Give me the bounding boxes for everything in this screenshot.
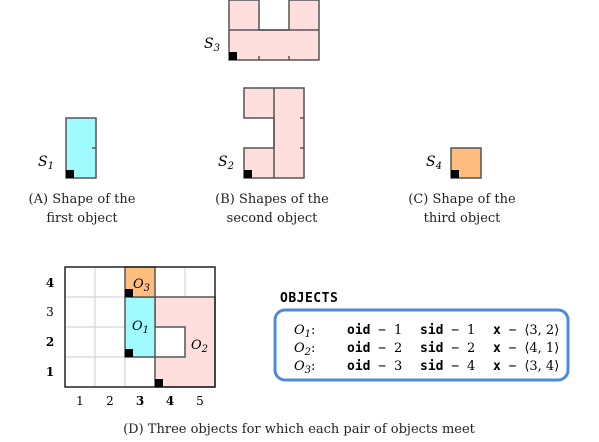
x-tick-5: 5: [196, 394, 204, 408]
objects-row: O2: oid − 2 sid − 2 x − ⟨4, 1⟩: [294, 341, 559, 358]
object-o2-label: O2: [191, 338, 208, 355]
objects-title: OBJECTS: [280, 291, 338, 306]
y-tick-3: 3: [46, 305, 54, 319]
caption-d: (D) Three objects for which each pair of…: [123, 422, 476, 437]
row-oid: oid − 3: [347, 359, 402, 374]
shape-s4-label: S4: [426, 154, 442, 172]
row-object-name: O1:: [294, 323, 315, 340]
caption-c-line2: third object: [424, 211, 502, 226]
shape-s2: S2: [218, 87, 305, 179]
row-oid: oid − 1: [347, 323, 402, 338]
objects-box: [273, 308, 570, 382]
object-o3-anchor: [125, 289, 133, 297]
objects-panel: OBJECTS O1: oid − 1 sid − 1 x − ⟨3, 2⟩ O…: [273, 291, 570, 382]
row-x: x − ⟨4, 1⟩: [493, 341, 559, 356]
shape-s1-label: S1: [38, 154, 54, 172]
object-o1: [124, 296, 156, 358]
grid-diagram: O3 O1 O2 1 2 3 4 5 4 3 2 1: [46, 266, 216, 408]
row-x: x − ⟨3, 4⟩: [493, 359, 559, 374]
objects-row: O1: oid − 1 sid − 1 x − ⟨3, 2⟩: [294, 323, 559, 340]
shape-s2-anchor: [244, 170, 252, 178]
object-o1-label: O1: [132, 319, 149, 336]
shape-s1-anchor: [66, 170, 74, 178]
shape-s4: S4: [426, 147, 482, 179]
shape-s1: S1: [38, 117, 97, 179]
caption-a-line1: (A) Shape of the: [29, 192, 136, 207]
shape-s4-anchor: [451, 170, 459, 178]
row-x: x − ⟨3, 2⟩: [493, 323, 559, 338]
grid-border: [64, 266, 216, 388]
row-object-name: O2:: [294, 341, 315, 358]
x-tick-1: 1: [76, 394, 84, 408]
x-tick-4: 4: [166, 394, 174, 408]
caption-b-line2: second object: [227, 211, 318, 226]
caption-b-line1: (B) Shapes of the: [215, 192, 329, 207]
object-o1-anchor: [125, 349, 133, 357]
caption-a-line2: first object: [46, 211, 118, 226]
row-oid: oid − 2: [347, 341, 402, 356]
objects-row: O3: oid − 3 sid − 4 x − ⟨3, 4⟩: [294, 359, 559, 376]
x-tick-2: 2: [106, 394, 114, 408]
y-tick-2: 2: [46, 335, 54, 349]
row-sid: sid − 2: [420, 341, 475, 356]
shape-s3-label: S3: [204, 36, 220, 54]
caption-c-line1: (C) Shape of the: [408, 192, 516, 207]
shape-s3: S3: [204, 0, 320, 61]
row-sid: sid − 1: [420, 323, 475, 338]
y-tick-4: 4: [46, 276, 54, 290]
shape-s2-label: S2: [218, 154, 234, 172]
x-tick-3: 3: [136, 394, 144, 408]
object-o2: [154, 296, 216, 388]
row-object-name: O3:: [294, 359, 315, 376]
shape-s3-anchor: [229, 52, 237, 60]
object-o3-label: O3: [133, 277, 150, 294]
shape-s1-body: [65, 117, 97, 179]
row-sid: sid − 4: [420, 359, 475, 374]
object-o2-anchor: [155, 379, 163, 387]
y-tick-1: 1: [46, 365, 54, 379]
